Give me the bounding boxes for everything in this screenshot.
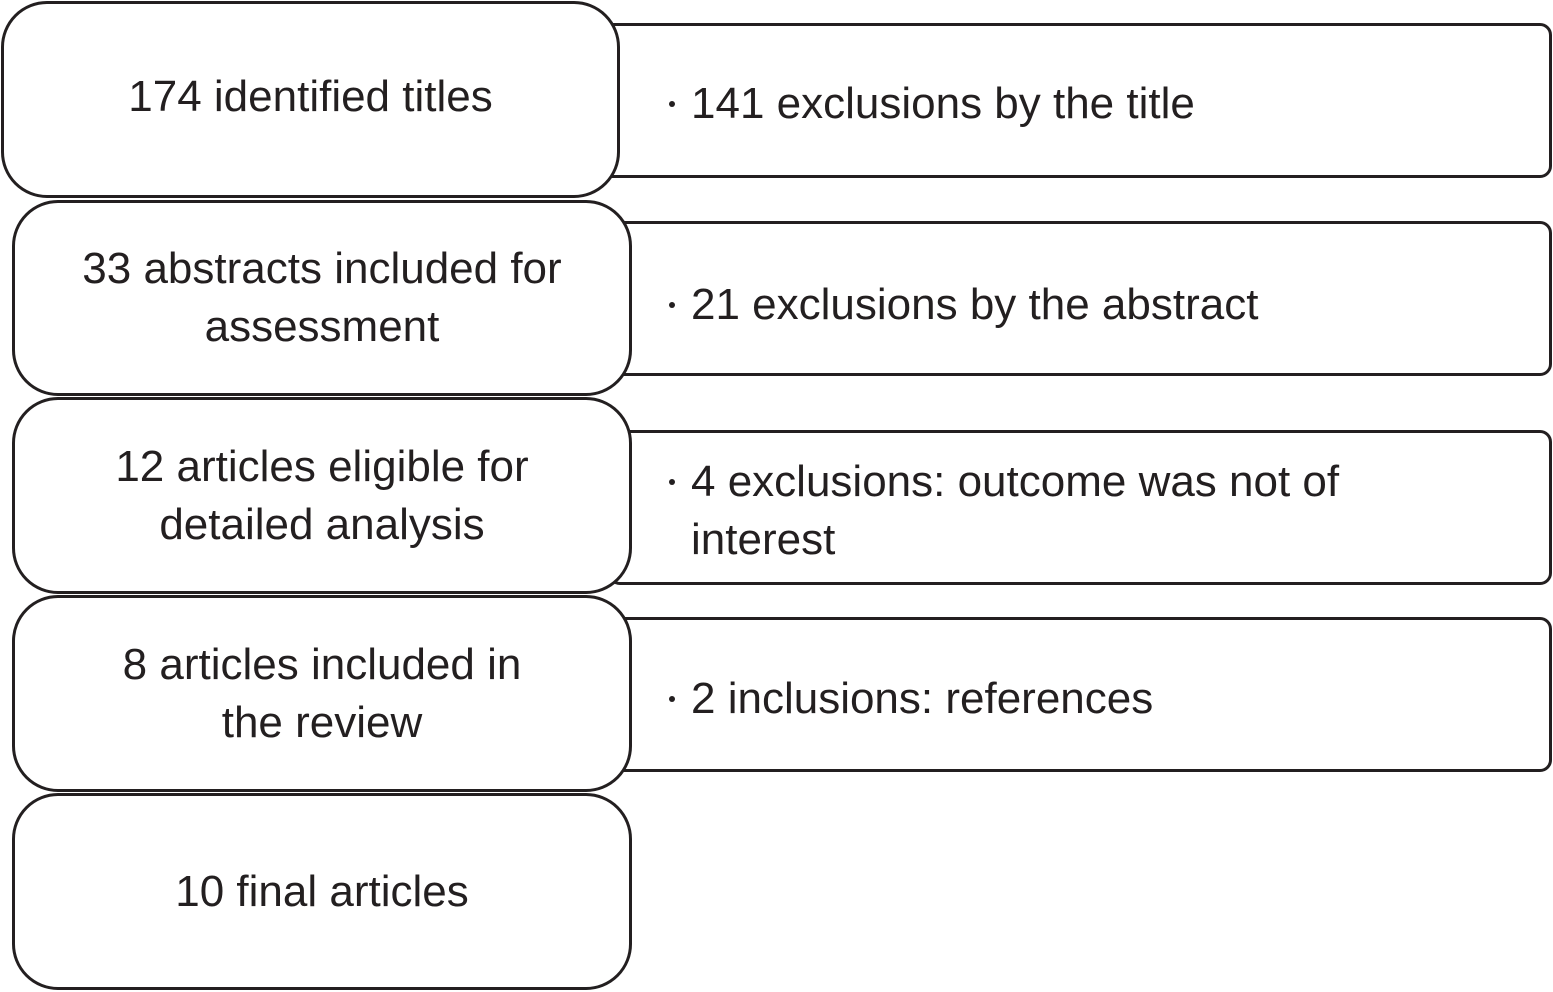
main-box-identified-titles: 174 identified titles [1, 1, 620, 198]
side-box-reference-inclusions: 2 inclusions: references [608, 617, 1552, 772]
side-box-outcome-exclusions: 4 exclusions: outcome was not of interes… [608, 430, 1552, 585]
side-box-title-exclusions: 141 exclusions by the title [596, 23, 1552, 178]
bullet-icon [669, 101, 675, 107]
bullet-icon [669, 696, 675, 702]
side-text: 2 inclusions: references [691, 674, 1154, 723]
main-box-eligible-articles: 12 articles eligible for detailed analys… [12, 397, 632, 594]
side-item-reference-inclusions: 2 inclusions: references [669, 670, 1509, 728]
side-item-title-exclusions: 141 exclusions by the title [669, 75, 1509, 133]
main-text: 8 articles included in the review [122, 639, 522, 747]
bullet-icon [669, 479, 675, 485]
main-box-abstracts-assessment: 33 abstracts included for assessment [12, 200, 632, 396]
side-item-outcome-exclusions: 4 exclusions: outcome was not of interes… [669, 453, 1509, 569]
main-box-included-review: 8 articles included in the review [12, 595, 632, 792]
main-text: 10 final articles [175, 866, 469, 916]
side-box-abstract-exclusions: 21 exclusions by the abstract [608, 221, 1552, 376]
main-box-final-articles: 10 final articles [12, 793, 632, 990]
bullet-icon [669, 302, 675, 308]
main-text: 174 identified titles [128, 72, 493, 121]
main-text: 33 abstracts included for assessment [82, 244, 562, 351]
side-text: 141 exclusions by the title [691, 79, 1195, 128]
main-text: 12 articles eligible for detailed analys… [115, 441, 529, 549]
side-item-abstract-exclusions: 21 exclusions by the abstract [669, 276, 1509, 334]
side-text: 21 exclusions by the abstract [691, 280, 1259, 329]
side-text: 4 exclusions: outcome was not of interes… [691, 457, 1340, 564]
